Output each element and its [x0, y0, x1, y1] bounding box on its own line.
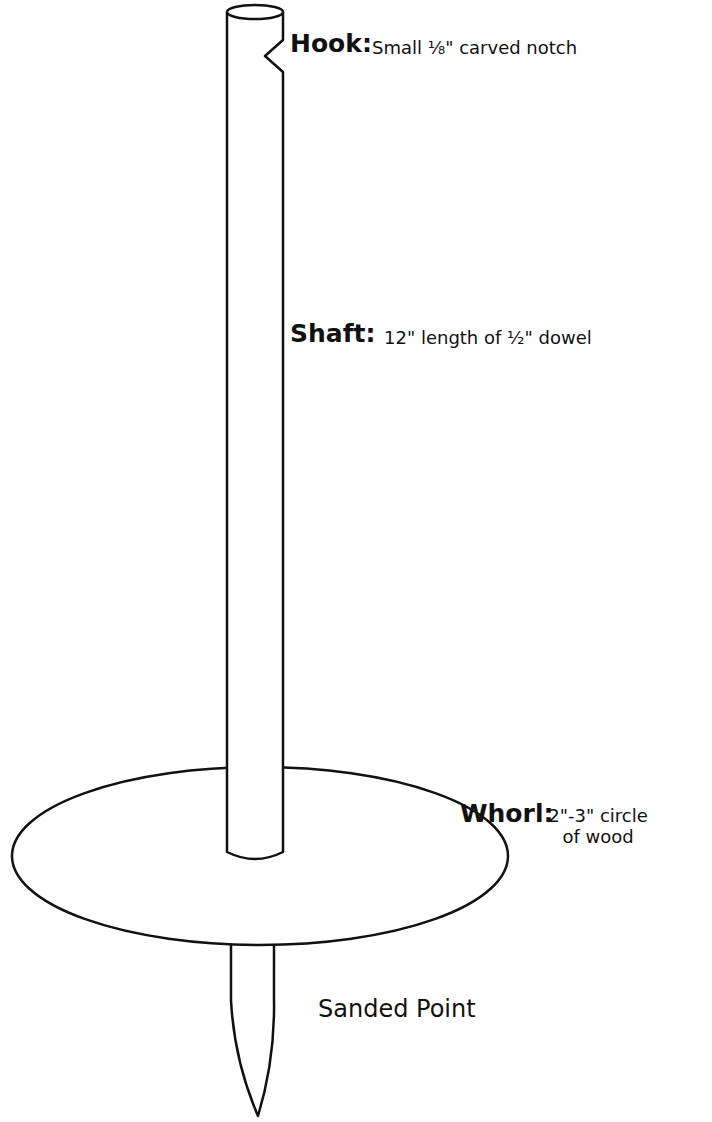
shaft-top-end [227, 5, 283, 19]
shaft-dowel [227, 12, 283, 859]
part-note: Small ⅛" carved notch [372, 38, 577, 59]
part-note: 2"-3" circle of wood [546, 806, 650, 847]
part-name: Hook: [290, 30, 372, 59]
part-name: Sanded Point [318, 996, 476, 1024]
sanded-point [231, 930, 274, 1116]
part-name: Whorl: [460, 800, 553, 829]
part-name: Shaft: [290, 320, 376, 349]
part-note: 12" length of ½" dowel [384, 328, 592, 349]
